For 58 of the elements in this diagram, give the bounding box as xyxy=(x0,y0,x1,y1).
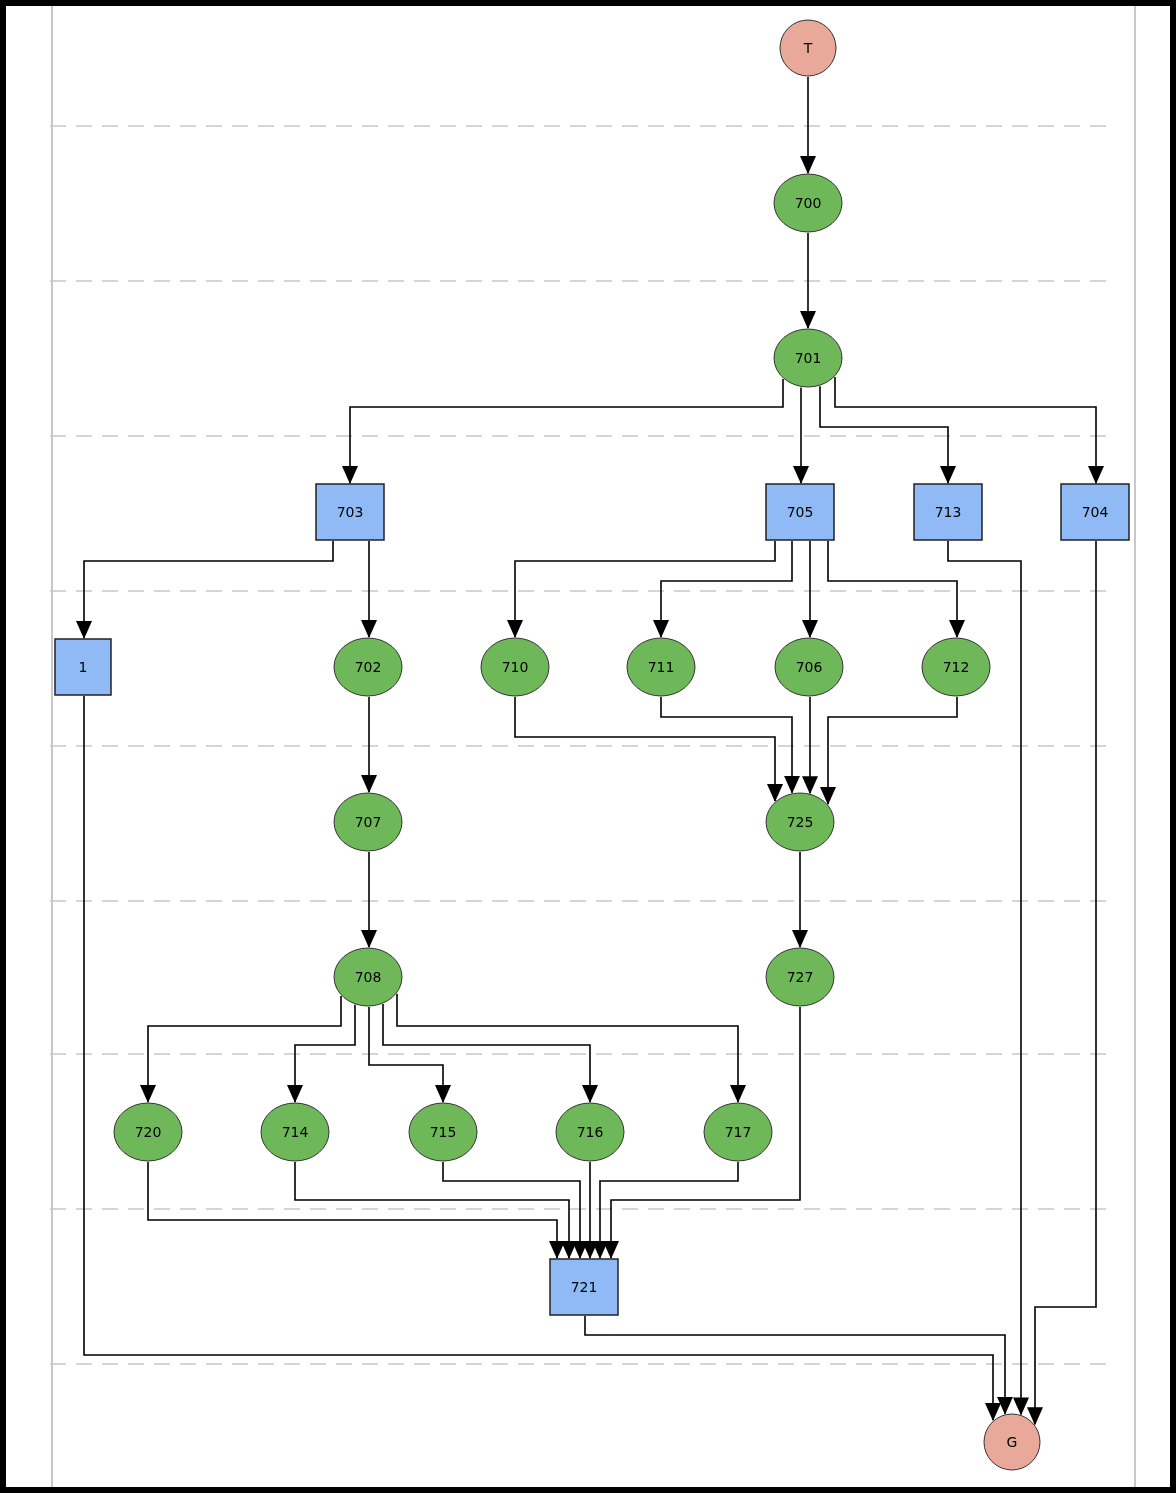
node-label: 717 xyxy=(724,1125,752,1139)
node-label: 708 xyxy=(354,970,382,984)
arrow xyxy=(820,696,958,805)
arrow xyxy=(592,1161,739,1259)
arrow xyxy=(800,76,816,174)
node-label: 727 xyxy=(786,970,814,984)
arrow xyxy=(834,376,1104,484)
arrow xyxy=(653,540,793,638)
node-label: 700 xyxy=(794,196,822,210)
arrow xyxy=(819,385,956,484)
node-label: 701 xyxy=(794,351,822,365)
arrow xyxy=(603,1006,801,1259)
arrow xyxy=(76,540,334,639)
node-label: G xyxy=(1006,1435,1018,1449)
node-label: 704 xyxy=(1081,505,1109,519)
arrow xyxy=(287,1004,356,1103)
node-label: 715 xyxy=(429,1125,457,1139)
node-label: 716 xyxy=(576,1125,604,1139)
arrow xyxy=(361,851,377,948)
arrow xyxy=(382,1003,598,1103)
node-label: 1 xyxy=(78,660,88,674)
arrow xyxy=(793,386,809,484)
node-label: 721 xyxy=(570,1280,598,1294)
arrow xyxy=(660,696,800,794)
arrow xyxy=(83,695,1001,1422)
arrow xyxy=(368,1006,451,1103)
arrow xyxy=(802,540,818,638)
node-label: 725 xyxy=(786,815,814,829)
arrow xyxy=(294,1161,577,1259)
arrow xyxy=(140,995,342,1103)
arrow xyxy=(342,378,784,484)
node-label: 712 xyxy=(942,660,970,674)
arrow xyxy=(582,1161,598,1259)
arrow xyxy=(827,540,965,638)
arrow xyxy=(361,696,377,793)
arrow xyxy=(800,232,816,329)
node-label: 720 xyxy=(134,1125,162,1139)
arrow xyxy=(792,851,808,948)
node-label: 713 xyxy=(934,505,962,519)
arrow xyxy=(947,540,1029,1416)
arrow xyxy=(1027,540,1097,1426)
node-label: 707 xyxy=(354,815,382,829)
arrow xyxy=(802,696,818,795)
node-label: 705 xyxy=(786,505,814,519)
arrow xyxy=(442,1161,588,1259)
arrow xyxy=(584,1315,1013,1415)
node-label: 710 xyxy=(501,660,529,674)
node-label: T xyxy=(803,41,813,55)
arrow xyxy=(514,696,783,802)
node-label: 702 xyxy=(354,660,382,674)
node-label: 711 xyxy=(647,660,675,674)
arrow xyxy=(507,540,776,638)
arrow xyxy=(147,1161,565,1259)
node-label: 706 xyxy=(795,660,823,674)
node-label: 714 xyxy=(281,1125,309,1139)
node-label: 703 xyxy=(336,505,364,519)
arrow xyxy=(361,540,377,638)
arrow xyxy=(396,993,746,1103)
